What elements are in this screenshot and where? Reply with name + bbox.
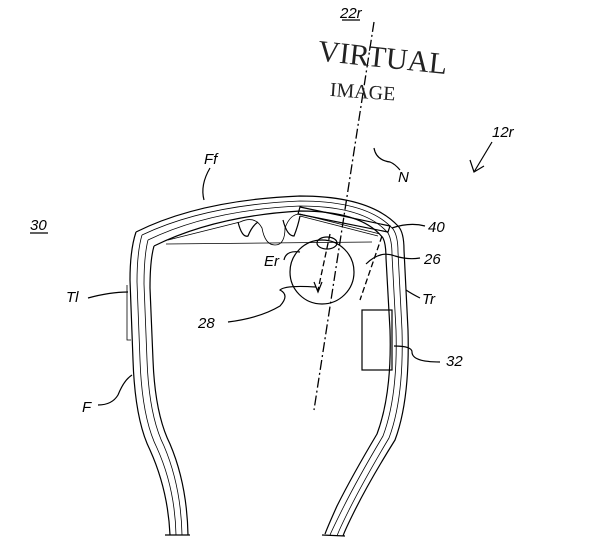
label-tr: Tr [422, 291, 436, 308]
label-n: N [398, 169, 409, 186]
label-virtual: VIRTUAL [316, 35, 449, 81]
label-40: 40 [428, 219, 445, 236]
component-32 [361, 309, 393, 371]
label-26: 26 [423, 251, 441, 268]
label-12r: 12r [492, 124, 515, 141]
axis-26-line [359, 235, 383, 301]
label-er: Er [264, 253, 280, 270]
eyeglass-frame [126, 195, 409, 537]
label-image: IMAGE [329, 79, 396, 106]
label-28: 28 [197, 315, 215, 332]
axis-n-line [313, 21, 375, 411]
label-30: 30 [30, 217, 47, 234]
eye-er [289, 233, 355, 305]
label-32: 32 [446, 353, 463, 370]
label-f: F [82, 399, 92, 416]
label-ff: Ff [204, 151, 219, 168]
leader-lines [30, 19, 493, 406]
label-22r: 22r [339, 5, 363, 22]
label-tl: Tl [66, 289, 79, 306]
